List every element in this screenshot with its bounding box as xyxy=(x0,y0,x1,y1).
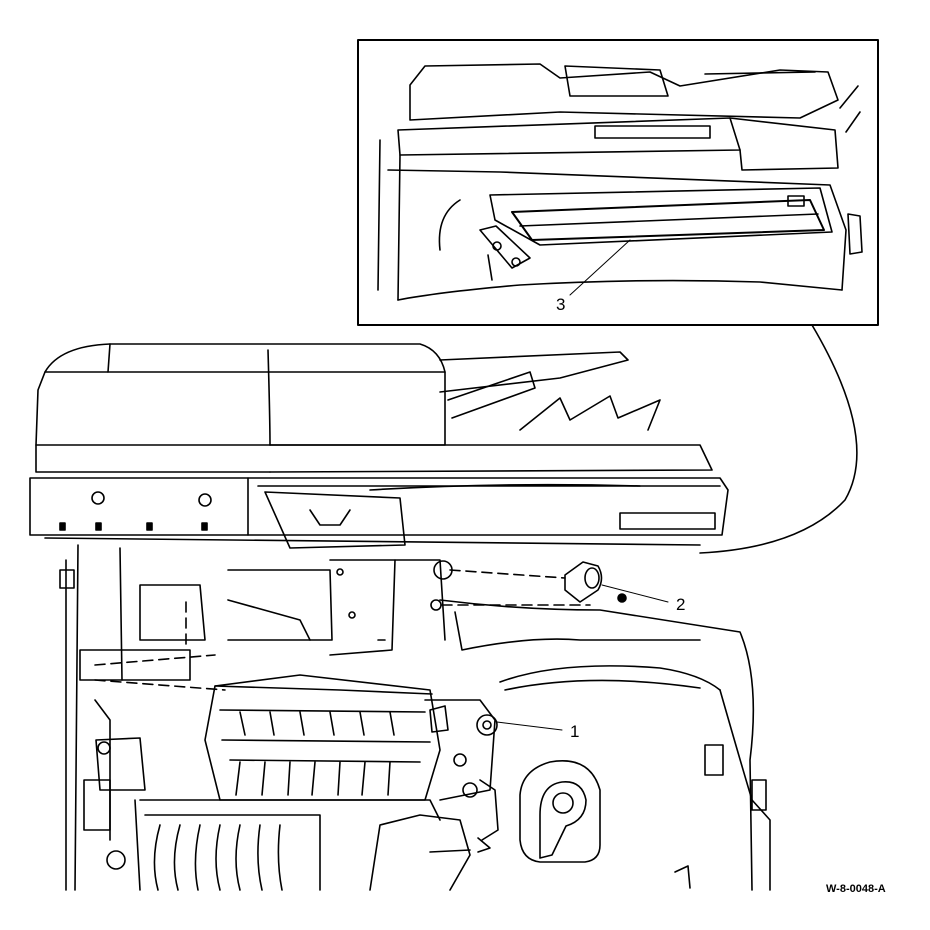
leader-line-2 xyxy=(601,584,669,603)
side-cover xyxy=(439,599,771,891)
main-printer-view: 2 1 xyxy=(29,343,771,891)
printer-frame xyxy=(44,537,701,891)
lower-transport xyxy=(95,737,499,891)
callout-label-1: 1 xyxy=(570,722,579,741)
fuser-module xyxy=(204,674,498,801)
toner-cartridge xyxy=(519,760,601,863)
callout-label-2: 2 xyxy=(676,595,685,614)
figure-id: W-8-0048-A xyxy=(826,883,886,895)
inset-detail-view: 3 xyxy=(357,39,879,554)
control-panel-display xyxy=(619,512,716,530)
document-feeder xyxy=(35,343,713,473)
inset-scanner-illustration xyxy=(377,63,863,301)
callout-label-3: 3 xyxy=(556,295,565,314)
scanner-glass-strip xyxy=(511,199,825,241)
inset-connector-line xyxy=(699,324,858,554)
leader-line-3 xyxy=(569,239,631,296)
scanner-body xyxy=(29,477,729,549)
inset-frame xyxy=(357,39,879,326)
alignment-line xyxy=(94,679,226,691)
alignment-line xyxy=(94,654,216,666)
hinge-pin xyxy=(430,560,627,611)
leader-line-1 xyxy=(496,721,563,731)
small-clip xyxy=(674,865,691,889)
